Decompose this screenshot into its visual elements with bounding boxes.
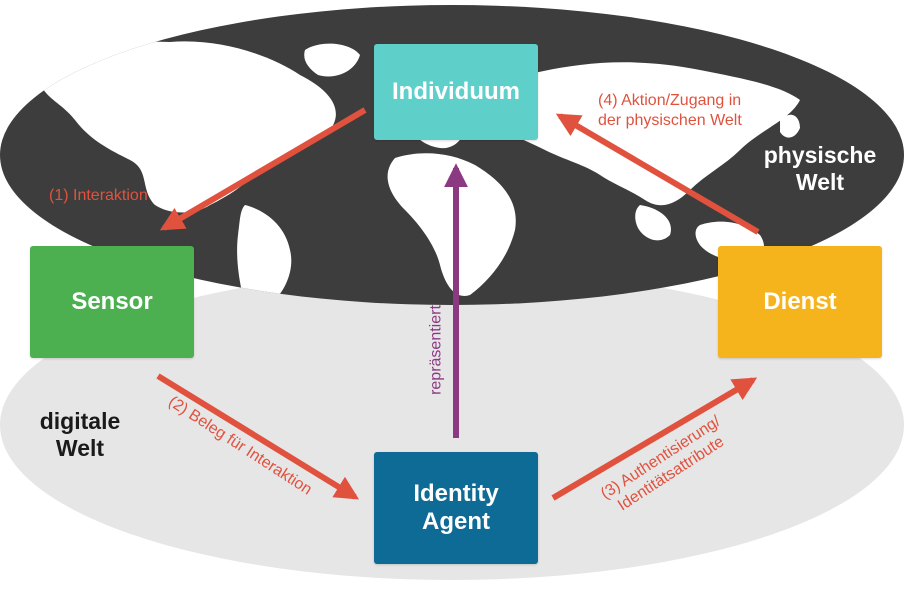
- dienst-label: Dienst: [763, 288, 837, 316]
- physical-world-label: physische Welt: [750, 142, 890, 196]
- sensor-label: Sensor: [71, 288, 153, 316]
- action-label-line1: (4) Aktion/Zugang in: [598, 92, 742, 109]
- arrow-aktion: [555, 113, 760, 235]
- represents-label: repräsentiert: [427, 305, 445, 395]
- interaction-label: (1) Interaktion: [49, 187, 148, 204]
- physical-world-label-line1: physische: [763, 142, 877, 168]
- physical-world-label-line2: Welt: [795, 169, 845, 196]
- world-map-silhouette: [39, 41, 801, 305]
- arrow-interaktion: [159, 107, 367, 231]
- physical-world-area: [0, 5, 904, 305]
- digital-world-label: digitale Welt: [20, 408, 140, 462]
- sensor-box: Sensor: [30, 246, 194, 358]
- identity-agent-label-line2: Agent: [422, 508, 490, 535]
- dienst-box: Dienst: [718, 246, 882, 358]
- individuum-label: Individuum: [392, 78, 520, 106]
- digital-world-label-line2: Welt: [55, 435, 105, 462]
- identity-agent-label-line1: Identity: [413, 480, 499, 508]
- arrow-beleg: [156, 373, 360, 500]
- arrow-authentisierung: [551, 377, 758, 501]
- individuum-box: Individuum: [374, 44, 538, 140]
- action-label-line2: der physischen Welt: [598, 112, 742, 129]
- digital-world-label-line1: digitale: [39, 408, 121, 434]
- identity-agent-box: Identity Agent: [374, 452, 538, 564]
- action-label: (4) Aktion/Zugang in der physischen Welt: [598, 91, 742, 131]
- digital-world-area: [0, 270, 904, 580]
